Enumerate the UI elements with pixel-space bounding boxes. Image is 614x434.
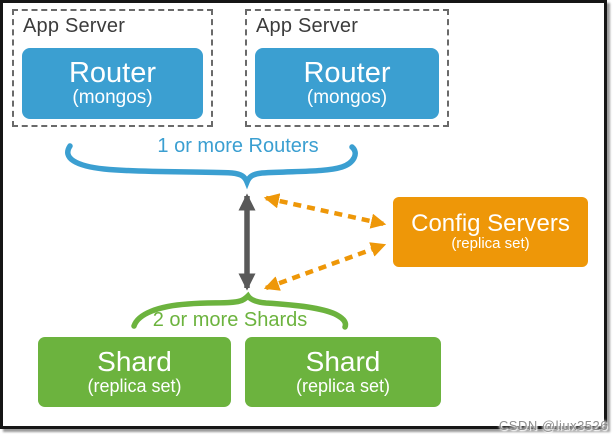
routers-annotation: 1 or more Routers — [157, 135, 319, 157]
app-server-label: App Server — [23, 15, 126, 37]
config-servers-title: Config Servers — [411, 210, 570, 238]
router-subtitle: (mongos) — [72, 87, 153, 109]
config-servers-node: Config Servers (replica set) — [393, 197, 588, 267]
config-servers-subtitle: (replica set) — [451, 235, 530, 253]
router-title: Router — [303, 56, 391, 89]
shard-subtitle: (replica set) — [295, 375, 391, 396]
router-title: Router — [68, 56, 157, 89]
shard-subtitle: (replica set) — [87, 375, 182, 396]
app-server-label: App Server — [256, 15, 359, 37]
shard-node-2: Shard (replica set) — [245, 337, 441, 407]
router-node-1: Router (mongos) — [22, 48, 203, 119]
shards-annotation: 2 or more Shards — [152, 309, 308, 331]
app-server-box-2: App Server Router (mongos) — [245, 9, 449, 127]
watermark: CSDN @liux3526 — [498, 418, 608, 433]
shard-node-1: Shard (replica set) — [38, 337, 231, 407]
router-subtitle: (mongos) — [306, 87, 388, 109]
router-node-2: Router (mongos) — [255, 48, 439, 119]
shard-title: Shard — [305, 346, 381, 378]
shard-title: Shard — [97, 346, 172, 378]
app-server-box-1: App Server Router (mongos) — [12, 9, 213, 127]
